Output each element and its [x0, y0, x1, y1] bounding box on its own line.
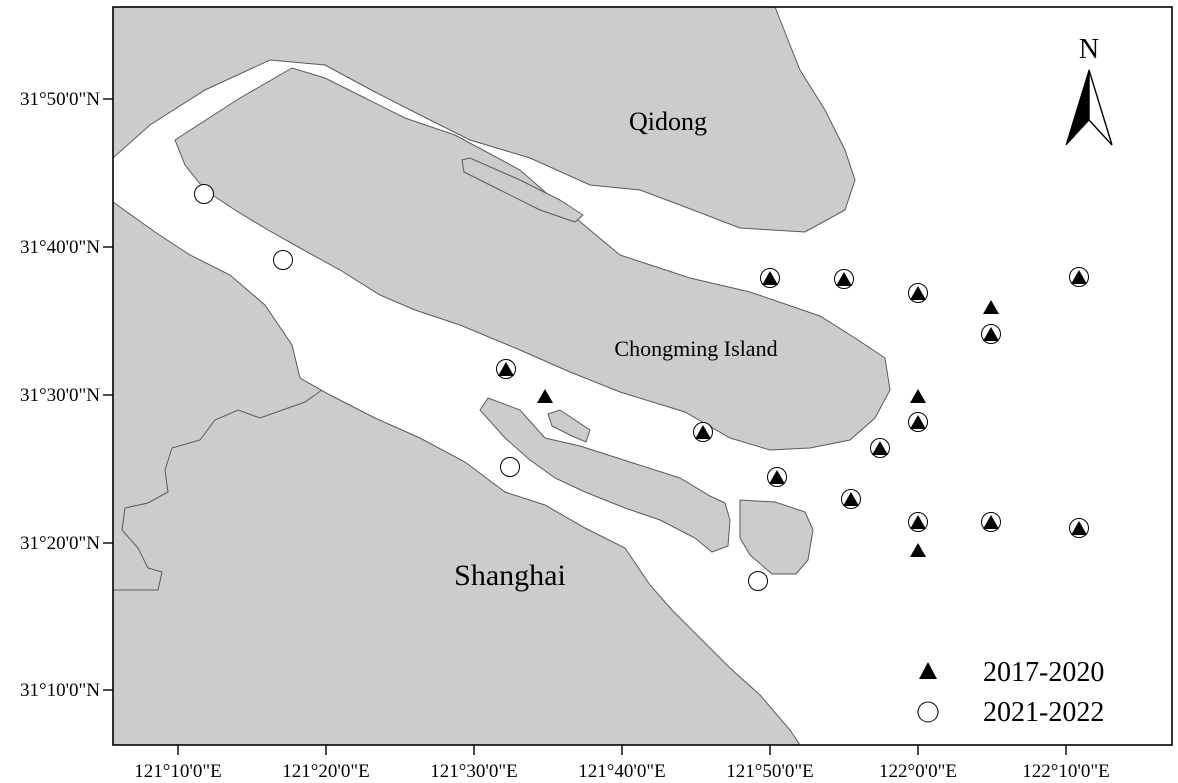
north-arrow-light-half	[1088, 69, 1113, 146]
x-tick-label: 121°40'0"E	[578, 761, 665, 782]
north-arrow-label: N	[1079, 34, 1099, 65]
station-triangle	[910, 286, 926, 300]
x-tick-label: 122°10'0"E	[1022, 761, 1109, 782]
y-tick-label: 31°10'0"N	[20, 680, 100, 701]
station-triangle	[910, 389, 926, 403]
map-frame	[112, 6, 1173, 746]
landmass-layer	[113, 7, 891, 745]
shanghai-land	[113, 201, 801, 745]
x-tick-label: 121°10'0"E	[134, 761, 221, 782]
legend-label-2021-2022: 2021-2022	[983, 697, 1104, 728]
small-islet	[547, 409, 591, 443]
legend: 2017-2020 2021-2022	[917, 657, 1104, 728]
label-qidong: Qidong	[629, 107, 707, 136]
y-tick-label: 31°40'0"N	[20, 237, 100, 258]
station-triangle	[910, 543, 926, 557]
station-triangle	[983, 515, 999, 529]
province-boundary	[113, 389, 323, 591]
y-axis: 31°50'0"N 31°40'0"N 31°30'0"N 31°20'0"N …	[20, 89, 113, 701]
hengsha-island-land	[739, 499, 814, 575]
station-triangle	[836, 272, 852, 286]
y-tick-label: 31°50'0"N	[20, 89, 100, 110]
legend-circle-icon	[917, 701, 939, 723]
station-triangle	[498, 362, 514, 376]
x-tick-label: 121°30'0"E	[430, 761, 517, 782]
station-triangle	[769, 470, 785, 484]
station-triangle	[910, 515, 926, 529]
changxing-island-land	[479, 397, 731, 553]
north-arrow-dark-half	[1065, 69, 1090, 146]
station-triangle	[843, 492, 859, 506]
x-axis: 121°10'0"E 121°20'0"E 121°30'0"E 121°40'…	[134, 745, 1110, 782]
station-triangle	[695, 425, 711, 439]
station-triangle	[983, 300, 999, 314]
station-triangle	[872, 441, 888, 455]
y-tick-label: 31°20'0"N	[20, 533, 100, 554]
station-circle	[748, 571, 768, 591]
station-triangle	[910, 415, 926, 429]
north-arrow: N	[1065, 34, 1113, 146]
label-shanghai: Shanghai	[454, 559, 566, 592]
y-tick-label: 31°30'0"N	[20, 385, 100, 406]
x-tick-label: 121°50'0"E	[726, 761, 813, 782]
station-triangle	[1071, 270, 1087, 284]
station-circle	[500, 457, 520, 477]
station-triangle	[537, 389, 553, 403]
legend-label-2017-2020: 2017-2020	[983, 657, 1104, 688]
sandbar-north	[461, 157, 584, 223]
chongming-island-land	[174, 67, 891, 451]
qidong-land	[113, 7, 856, 233]
x-tick-label: 122°0'0"E	[879, 761, 957, 782]
station-circle	[273, 250, 293, 270]
station-triangle	[1071, 521, 1087, 535]
label-chongming-island: Chongming Island	[614, 336, 777, 361]
x-tick-label: 121°20'0"E	[282, 761, 369, 782]
station-triangle	[983, 327, 999, 341]
stations-2017-2020	[498, 270, 1087, 557]
station-circle	[194, 184, 214, 204]
legend-triangle-icon	[919, 662, 937, 679]
station-triangle	[762, 271, 778, 285]
